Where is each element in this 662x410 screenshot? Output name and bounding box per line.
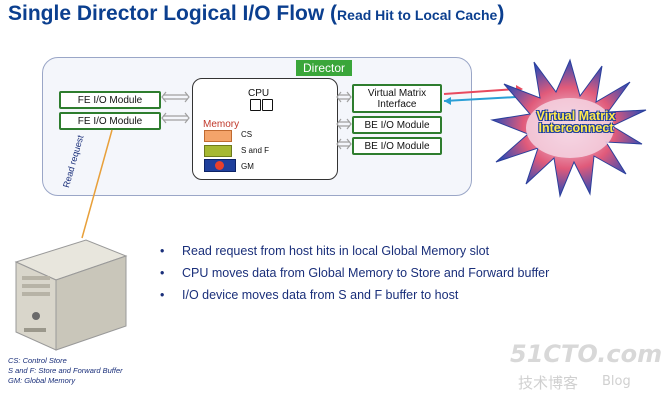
page-title: Single Director Logical I/O Flow (Read H…	[8, 2, 505, 25]
fe-io-module-1: FE I/O Module	[59, 91, 161, 109]
legend-gm: GM: Global Memory	[8, 376, 76, 385]
be-io-module-2: BE I/O Module	[352, 137, 442, 155]
interconnect-label: Virtual Matrix Interconnect	[516, 109, 636, 135]
memory-cs-label: CS	[241, 130, 253, 139]
memory-sandf-label: S and F	[241, 146, 270, 155]
cpu-label: CPU	[248, 88, 270, 99]
bullet-item-2: •CPU moves data from Global Memory to St…	[160, 266, 550, 280]
memory-gm-block	[204, 159, 236, 172]
fe-io-module-2: FE I/O Module	[59, 112, 161, 130]
legend-cs: CS: Control Store	[8, 356, 67, 365]
gm-slot-icon	[215, 161, 224, 170]
cpu-chip-icon	[262, 99, 273, 111]
host-server-icon	[14, 239, 128, 351]
bullet-item-3: •I/O device moves data from S and F buff…	[160, 288, 459, 302]
watermark-site: 51CTO.com	[510, 340, 662, 368]
be-io-module-1: BE I/O Module	[352, 116, 442, 134]
memory-cs-block	[204, 130, 232, 142]
cpu-chip-icon	[250, 99, 261, 111]
bullet-item-1: •Read request from host hits in local Gl…	[160, 244, 490, 258]
legend-sandf: S and F: Store and Forward Buffer	[8, 366, 123, 375]
director-label: Director	[296, 60, 352, 76]
watermark-blog: Blog	[602, 374, 631, 389]
interconnect-line-2: Interconnect	[538, 121, 614, 135]
memory-label: Memory	[203, 119, 240, 130]
interconnect-line-1: Virtual Matrix	[536, 109, 616, 123]
abbreviation-legend: CS: Control Store S and F: Store and For…	[8, 356, 123, 386]
virtual-matrix-interconnect-graphic	[490, 58, 647, 198]
bullet-list: •Read request from host hits in local Gl…	[160, 240, 549, 306]
memory-gm-label: GM	[241, 162, 254, 171]
watermark-tagline: 技术博客	[518, 374, 579, 392]
virtual-matrix-interface: Virtual Matrix Interface	[352, 84, 442, 113]
memory-sandf-block	[204, 145, 232, 157]
